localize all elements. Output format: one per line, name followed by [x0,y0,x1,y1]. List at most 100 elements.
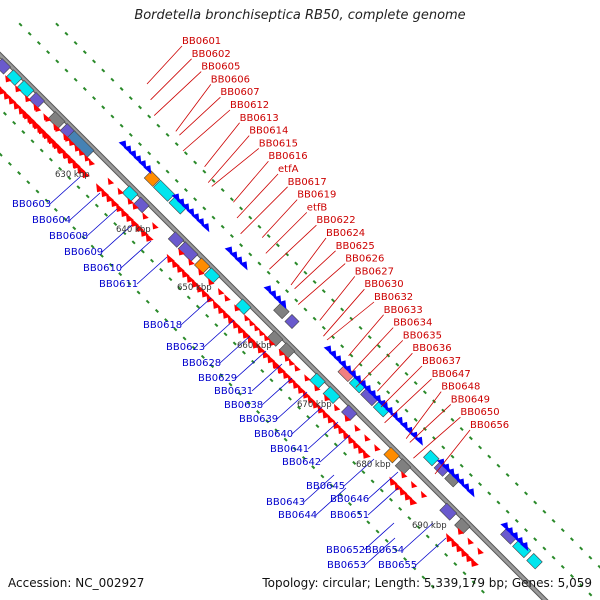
inner-tick-track [30,139,35,144]
upper-tick-track [119,123,124,128]
far-tick-track [551,518,556,523]
far-tick-track [303,270,308,275]
forward-gene-arrow [254,323,261,332]
forward-gene-label: BB0605 [201,62,240,73]
far-tick-track [422,390,427,395]
far-tick-track [257,224,262,229]
genome-backbone-core [0,52,548,600]
outer-tick-track [311,465,316,470]
inner-tick-track [232,341,237,346]
upper-tick-track [524,528,529,533]
outer-tick-track [403,557,408,562]
upper-tick-track [147,151,152,156]
far-tick-track [330,298,336,303]
forward-gene-arrow [81,169,90,179]
upper-tick-track [275,279,280,284]
outer-tick-track [430,584,435,589]
inner-tick-track [333,442,338,447]
far-tick-track [82,50,87,55]
tick-layer [0,22,600,597]
inner-tick-track [104,212,109,217]
cds-feature [439,502,458,521]
scale-mark-label: 690 kbp [412,521,447,531]
cds-feature [143,170,161,187]
far-tick-track [183,151,188,156]
inner-tick-track [131,240,136,245]
forward-gene-arrow [477,547,484,555]
forward-gene-arrow [217,287,225,296]
outer-tick-track [81,235,86,240]
upper-tick-track [459,463,464,468]
reverse-gene-label: BB0629 [198,373,237,384]
reverse-gene-arrow [143,165,152,175]
upper-tick-track [450,454,455,459]
outer-tick-track [210,364,215,369]
forward-gene-label: BB0616 [268,151,307,162]
inner-tick-track [352,460,357,465]
forward-label-leader [207,135,250,183]
label-layer: BB0601BB0602BB0605BB0606BB0607BB0612BB06… [12,36,509,571]
outer-tick-track [357,511,362,516]
outer-tick-track [283,437,288,442]
far-tick-track [533,500,538,505]
outer-tick-track [302,455,307,460]
reverse-gene-label: BB0623 [166,342,205,353]
forward-gene-arrow [457,527,465,535]
reverse-gene-arrow [466,488,475,498]
reverse-gene-arrow [414,436,423,446]
forward-gene-arrow [374,444,381,452]
outer-tick-track [274,428,279,433]
forward-gene-arrow [208,278,215,286]
reverse-label-leader [101,224,133,253]
cds-feature [284,314,300,330]
outer-tick-track [393,547,398,552]
reverse-gene-label: BB0652 [326,545,365,556]
outer-tick-track [7,161,12,166]
forward-gene-arrow [24,94,32,103]
outer-tick-track [182,336,187,341]
scale-mark-label: 670 kbp [297,400,332,410]
forward-label-leader [261,199,298,238]
inner-tick-track [306,414,311,419]
inner-tick-track [471,580,476,585]
forward-label-leader [240,186,288,235]
inner-tick-track [159,267,164,272]
upper-tick-track [165,169,170,174]
upper-tick-track [294,298,299,303]
outer-tick-track [256,410,261,415]
inner-tick-track [398,506,403,511]
far-tick-track [478,445,483,450]
far-tick-track [542,509,547,514]
far-tick-track [450,417,455,422]
forward-gene-label: BB0607 [220,87,259,98]
reverse-label-leader [180,297,212,326]
inner-tick-track [48,157,53,162]
cds-feature [121,185,139,202]
forward-gene-label: BB0649 [451,394,490,405]
inner-tick-track [444,552,449,557]
upper-tick-track [110,114,115,119]
far-tick-track [92,59,97,64]
forward-gene-label: BB0619 [297,190,336,201]
upper-tick-track [101,105,106,110]
outer-tick-track [44,198,49,203]
cds-feature [133,196,150,214]
outer-tick-track [320,474,325,479]
far-tick-track [404,371,409,376]
far-tick-track [524,491,529,496]
forward-gene-label: BB0635 [403,330,442,341]
upper-tick-track [174,178,179,183]
far-tick-track [119,86,124,91]
reverse-label-leader [86,208,118,237]
outer-tick-track [99,253,104,258]
cds-layer [0,58,543,570]
cds-feature [152,179,176,202]
forward-gene-label: BB0606 [211,74,250,85]
inner-tick-track [39,148,44,153]
far-tick-track [55,22,60,27]
inner-tick-track [149,258,155,263]
reverse-gene-label: BB0604 [32,215,71,226]
forward-gene-arrow [33,103,40,111]
forward-label-leader [377,352,413,392]
upper-tick-track [36,40,41,45]
